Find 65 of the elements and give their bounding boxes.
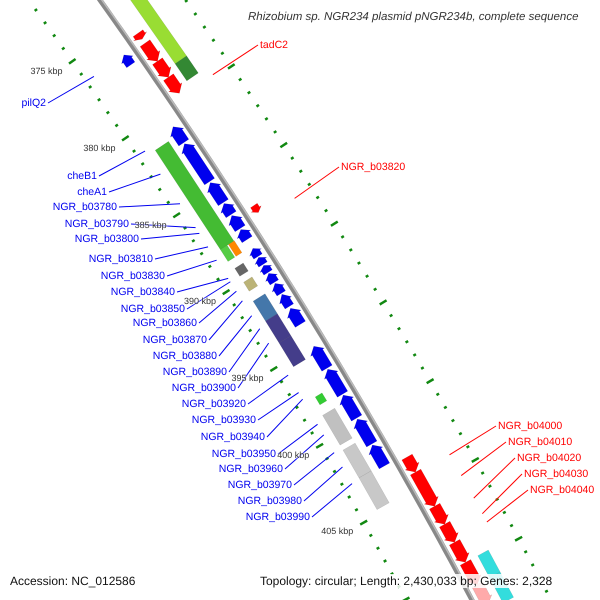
gene-label: NGR_b03840 <box>110 286 175 298</box>
leader-line <box>238 342 270 388</box>
scale-label: 380 kbp <box>83 142 116 153</box>
leader-line <box>48 76 94 104</box>
gene-label: NGR_b03790 <box>64 218 129 230</box>
leader-line <box>294 452 335 486</box>
gene-label: NGR_b03860 <box>132 317 197 329</box>
leader-line <box>166 260 218 276</box>
scale-label: 375 kbp <box>30 66 62 76</box>
map-title: Rhizobium sp. NGR234 plasmid pNGR234b, complete sequence <box>246 9 580 25</box>
scale-label: 390 kbp <box>184 296 216 306</box>
gene-label: cheA1 <box>77 186 107 198</box>
gene-label: NGR_b04040 <box>530 484 594 496</box>
leader-line <box>98 150 146 176</box>
leader-line <box>186 281 231 310</box>
leader-line <box>266 398 304 438</box>
gene-label: NGR_b03870 <box>142 334 207 346</box>
gene-label: NGR_b03930 <box>192 414 256 426</box>
gene-label: NGR_b03820 <box>341 161 406 173</box>
leader-line <box>140 232 200 240</box>
gene-label: NGR_b03980 <box>238 495 302 507</box>
gene-label: NGR_b03850 <box>120 303 185 315</box>
leader-line <box>248 374 289 404</box>
gene-label: NGR_b03900 <box>172 382 236 394</box>
leader-line <box>473 458 516 499</box>
leader-line <box>208 300 243 340</box>
gene-label: NGR_b03990 <box>246 511 310 523</box>
leader-line <box>312 483 353 518</box>
leader-line <box>108 174 161 192</box>
gene-label: NGR_b04010 <box>508 436 572 448</box>
footer-text: Topology: circular; Length: 2,430,033 bp; Genes: 2,328 <box>260 574 552 588</box>
leader-line <box>460 442 506 476</box>
gene-label: pilQ2 <box>21 97 46 109</box>
leader-line <box>258 392 300 420</box>
gene-label: NGR_b03810 <box>88 253 153 265</box>
leader-line <box>486 490 528 522</box>
leader-line <box>118 203 180 208</box>
leader-line <box>218 315 252 356</box>
leader-line <box>449 426 496 456</box>
leader-line <box>154 246 209 260</box>
gene-label: NGR_b03960 <box>218 463 283 475</box>
leader-line <box>284 434 324 470</box>
gene-label: NGR_b03830 <box>100 270 165 282</box>
leader-line <box>294 166 340 199</box>
gene-label: NGR_b03920 <box>182 398 246 410</box>
gene-label: cheB1 <box>67 170 97 182</box>
scale-label: 405 kbp <box>321 526 354 536</box>
leader-line <box>304 466 343 502</box>
gene-label: NGR_b03890 <box>162 366 227 378</box>
gene-label: NGR_b04030 <box>524 468 588 480</box>
gene-label: NGR_b03970 <box>228 479 292 491</box>
leader-line <box>212 44 258 76</box>
gene-label: NGR_b03800 <box>74 233 139 245</box>
gene-label: NGR_b04000 <box>498 420 562 432</box>
footer-text: Accession: NC_012586 <box>10 574 136 588</box>
gene-label: tadC2 <box>260 39 288 51</box>
gene-label: NGR_b03950 <box>212 448 276 460</box>
gene-label: NGR_b03880 <box>152 350 217 362</box>
leader-line <box>482 474 522 514</box>
leader-line <box>198 290 237 324</box>
gene-label: NGR_b03940 <box>200 431 265 443</box>
leader-line <box>228 328 260 372</box>
gene-label: NGR_b04020 <box>517 452 582 464</box>
leader-line <box>176 278 229 292</box>
gene-label: NGR_b03780 <box>52 201 117 213</box>
